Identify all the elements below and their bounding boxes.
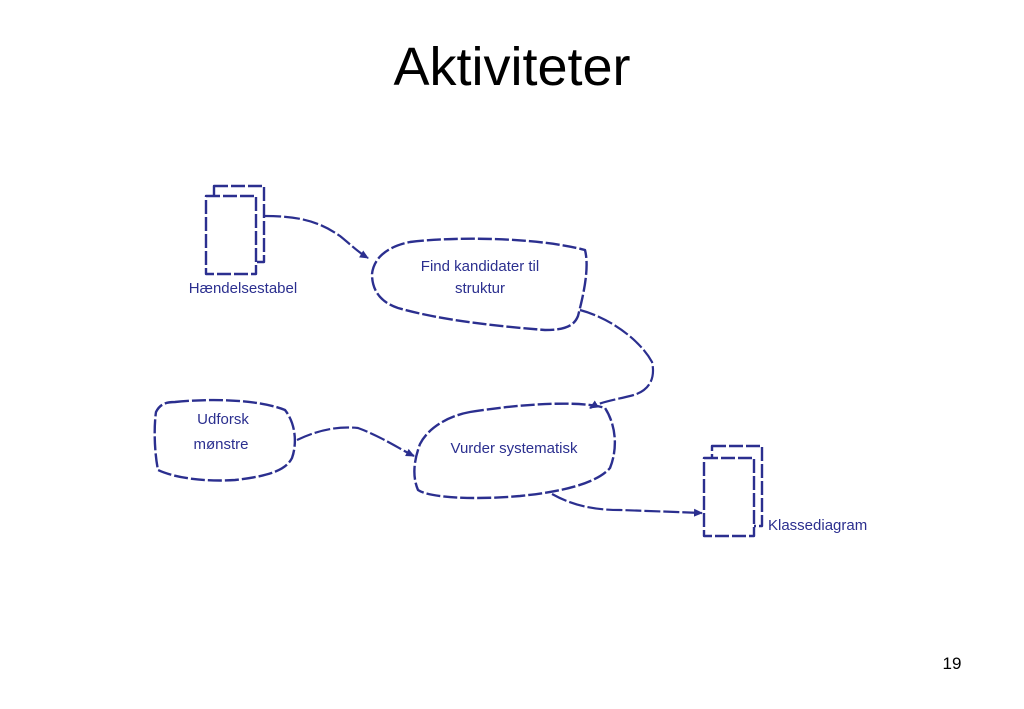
vurder-label: Vurder systematisk xyxy=(451,440,578,457)
udforsk-label-line2: mønstre xyxy=(193,436,248,453)
edge-find-to-vurder xyxy=(579,308,655,409)
haendelsestabel-document xyxy=(204,184,266,276)
slide-title: Aktiviteter xyxy=(393,37,631,97)
klassediagram-label: Klassediagram xyxy=(768,517,867,534)
find-kandidater-label-line1: Find kandidater til xyxy=(421,258,539,275)
edge-haendelsestabel-to-find xyxy=(264,214,369,259)
page-number: 19 xyxy=(942,654,962,673)
find-kandidater-activity xyxy=(370,237,588,332)
edge-vurder-to-klassediagram xyxy=(551,493,703,517)
haendelsestabel-label: Hændelsestabel xyxy=(189,280,297,297)
edge-udforsk-to-vurder xyxy=(296,426,415,457)
klassediagram-document xyxy=(702,444,764,538)
find-kandidater-label-line2: struktur xyxy=(455,280,505,297)
udforsk-activity xyxy=(153,398,297,482)
udforsk-label-line1: Udforsk xyxy=(197,411,249,428)
